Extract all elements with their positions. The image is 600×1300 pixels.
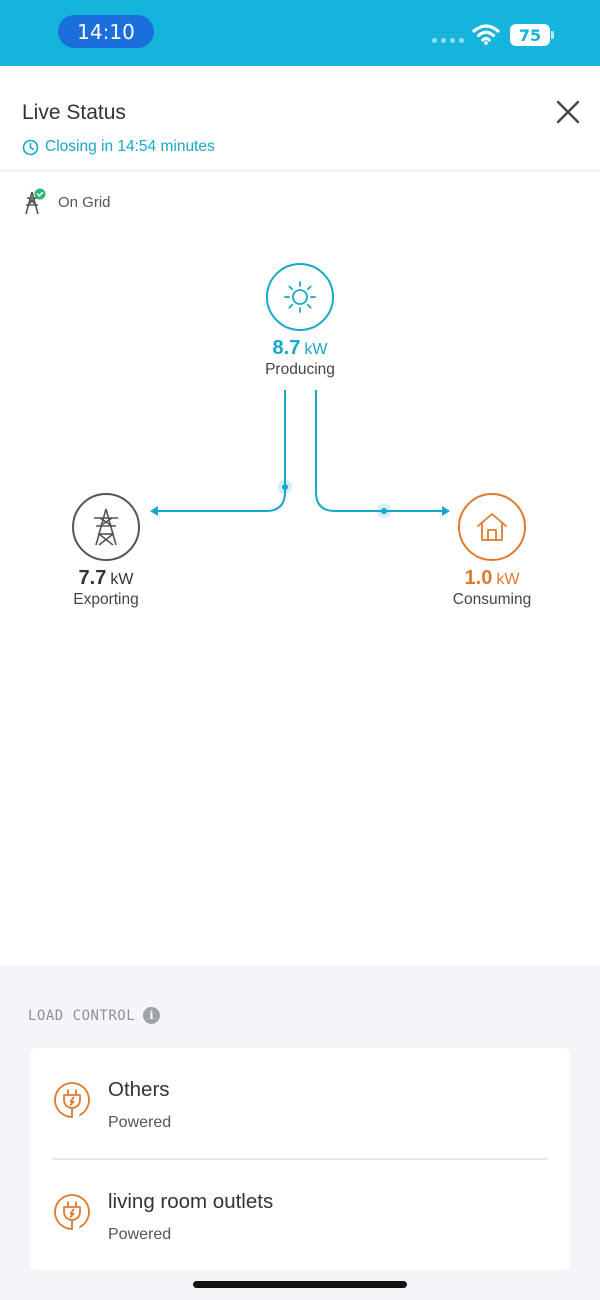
status-time: 14:10	[58, 15, 154, 48]
cellular-signal-icon	[432, 38, 464, 43]
load-item-status: Powered	[108, 1226, 172, 1243]
flow-dot-grid	[278, 480, 292, 494]
solar-value-number: 8.7	[272, 337, 301, 359]
grid-connected-icon	[25, 188, 46, 215]
grid-label: Exporting	[73, 591, 139, 608]
plug-icon	[54, 1082, 90, 1118]
load-control-title: LOAD CONTROL i	[28, 1007, 161, 1024]
status-bar: 14:10 75	[0, 0, 600, 66]
load-item-others[interactable]: Others Powered	[30, 1048, 570, 1158]
header: Live Status Closing in 14:54 minutes	[0, 66, 600, 172]
solar-value-unit: kW	[304, 341, 328, 358]
close-icon	[556, 100, 580, 124]
arrow-to-home	[442, 506, 450, 516]
load-control-card: Others Powered living room outlets Power…	[30, 1048, 570, 1270]
divider	[52, 1158, 548, 1160]
load-item-status: Powered	[108, 1114, 172, 1131]
load-item-name: Others	[108, 1078, 170, 1101]
grid-status: On Grid	[22, 188, 111, 216]
battery-nub	[551, 31, 554, 39]
clock-icon	[22, 139, 39, 155]
grid-status-text: On Grid	[58, 193, 111, 211]
arrow-to-grid	[150, 506, 158, 516]
sun-icon	[284, 281, 316, 313]
load-item-name: living room outlets	[108, 1190, 274, 1213]
load-control-title-text: LOAD CONTROL	[28, 1007, 136, 1024]
grid-value-number: 7.7	[78, 567, 107, 589]
flow-dot-home	[377, 504, 391, 518]
load-item-living-room-outlets[interactable]: living room outlets Powered	[30, 1160, 570, 1270]
solar-node[interactable]	[266, 263, 334, 331]
plug-icon	[54, 1194, 90, 1230]
home-indicator[interactable]	[193, 1281, 407, 1288]
home-node[interactable]	[458, 493, 526, 561]
home-value-unit: kW	[496, 571, 520, 588]
countdown: Closing in 14:54 minutes	[22, 138, 215, 156]
home-label: Consuming	[452, 591, 532, 608]
grid-value-unit: kW	[110, 571, 134, 588]
wifi-icon	[472, 24, 500, 45]
battery-indicator: 75	[510, 24, 550, 46]
grid-node[interactable]	[72, 493, 140, 561]
power-tower-icon	[94, 508, 118, 546]
page-title: Live Status	[22, 101, 126, 124]
info-icon[interactable]: i	[143, 1007, 161, 1024]
home-value-number: 1.0	[464, 567, 493, 589]
load-control-section: LOAD CONTROL i Others Powered	[0, 965, 600, 1300]
close-button[interactable]	[552, 96, 584, 128]
countdown-text: Closing in 14:54 minutes	[45, 138, 215, 155]
solar-label: Producing	[265, 361, 335, 378]
flow-line-to-grid	[157, 390, 286, 512]
flow-line-to-home	[315, 390, 442, 512]
house-icon	[477, 513, 507, 541]
